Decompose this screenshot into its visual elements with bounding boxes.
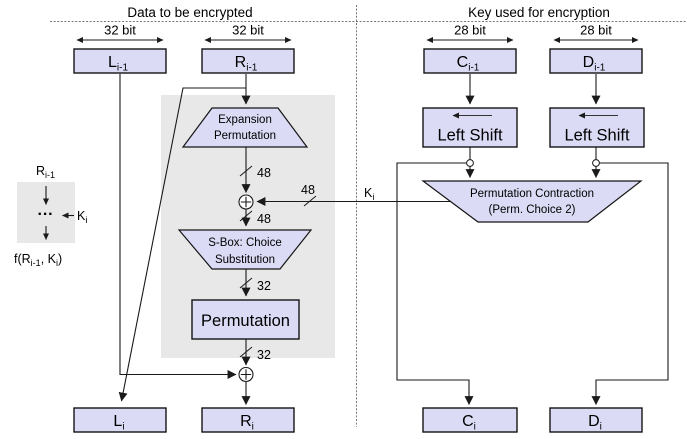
register-l-prev: Li-1 xyxy=(73,48,167,74)
register-d-prev-sub: i-1 xyxy=(594,63,606,74)
legend-dots: ··· xyxy=(38,206,54,223)
register-c-prev: Ci-1 xyxy=(423,48,517,74)
xor-key-node xyxy=(238,194,254,210)
pc2-label-2: (Perm. Choice 2) xyxy=(489,204,576,216)
svg-text:Ci-1: Ci-1 xyxy=(457,54,480,74)
legend-key-label: Ki xyxy=(77,209,87,225)
register-c-next-sub: i xyxy=(474,422,476,433)
register-d-next: Di xyxy=(549,407,643,433)
permutation-label: Permutation xyxy=(201,312,290,330)
register-l-next-sub: i xyxy=(122,422,124,433)
bitwidth-label-r: 32 bit xyxy=(232,23,264,38)
subkey-label: Ki xyxy=(364,186,374,202)
legend-output-label: f(Ri-1, Ki) xyxy=(14,252,62,268)
branch-node-c xyxy=(466,159,474,167)
register-l-prev-label: L xyxy=(108,54,117,71)
svg-text:Li-1: Li-1 xyxy=(108,54,128,74)
bitwidth-label-d: 28 bit xyxy=(580,23,612,38)
branch-node-d xyxy=(592,159,600,167)
svg-text:Ri: Ri xyxy=(240,413,254,433)
wire-r-crossover-to-l-next xyxy=(118,87,246,402)
left-shift-c-label: Left Shift xyxy=(437,127,503,145)
bus-label-32-perm-out: 32 xyxy=(257,348,271,362)
bus-label-48-subkey: 48 xyxy=(301,183,315,197)
register-r-prev-sub: i-1 xyxy=(246,63,258,74)
sbox-block: S-Box: Choice Substitution xyxy=(177,229,313,270)
bitwidth-label-l: 32 bit xyxy=(104,23,136,38)
xor-output-node xyxy=(238,366,254,383)
wire-d-loop-to-d-next xyxy=(591,162,669,406)
f-function-legend: Ri-1 ··· Ki f(Ri-1, Ki) xyxy=(14,164,87,268)
pc2-label-1: Permutation Contraction xyxy=(470,188,594,200)
bus-tick-48-subkey xyxy=(303,195,317,207)
register-l-prev-sub: i-1 xyxy=(117,63,129,74)
register-d-prev-label: D xyxy=(583,54,595,71)
expansion-label-2: Permutation xyxy=(214,130,276,142)
register-l-next: Li xyxy=(73,407,167,433)
section-title-data: Data to be encrypted xyxy=(127,5,252,20)
permuted-choice-2-block: Permutation Contraction (Perm. Choice 2) xyxy=(421,180,643,223)
left-shift-c-block: Left Shift xyxy=(422,107,518,148)
svg-text:Ri-1: Ri-1 xyxy=(235,54,258,74)
wire-l-to-xor-out xyxy=(119,74,237,379)
sbox-label-1: S-Box: Choice xyxy=(208,237,282,249)
register-r-next-label: R xyxy=(240,413,252,430)
left-shift-d-label: Left Shift xyxy=(564,127,630,145)
bus-tick-48-xor-out xyxy=(239,210,253,222)
register-r-prev: Ri-1 xyxy=(201,48,295,74)
sbox-label-2: Substitution xyxy=(215,254,275,266)
bus-label-32-sbox-out: 32 xyxy=(257,279,271,293)
legend-input-label: Ri-1 xyxy=(36,164,55,180)
register-d-next-sub: i xyxy=(600,422,602,433)
svg-text:Di: Di xyxy=(588,413,602,433)
bus-tick-32-perm-out xyxy=(239,346,253,358)
wire-c-loop-to-c-next xyxy=(396,162,474,406)
bus-label-48-expansion: 48 xyxy=(257,166,271,180)
register-c-next-label: C xyxy=(462,413,474,430)
register-r-prev-label: R xyxy=(235,54,247,71)
left-shift-d-block: Left Shift xyxy=(549,107,645,148)
bitwidth-label-c: 28 bit xyxy=(454,23,486,38)
permutation-block: Permutation xyxy=(191,299,300,340)
register-r-next-sub: i xyxy=(252,422,254,433)
expansion-label-1: Expansion xyxy=(218,114,272,126)
register-d-prev: Di-1 xyxy=(549,48,643,74)
register-l-next-label: L xyxy=(113,413,122,430)
register-c-prev-sub: i-1 xyxy=(468,63,480,74)
svg-text:Di-1: Di-1 xyxy=(583,54,606,74)
bus-label-48-xor-out: 48 xyxy=(257,212,271,226)
section-title-key: Key used for encryption xyxy=(468,5,610,20)
svg-text:Ci: Ci xyxy=(462,413,476,433)
register-d-next-label: D xyxy=(588,413,600,430)
bus-tick-32-sbox-out xyxy=(239,277,253,289)
bus-tick-48-expansion xyxy=(239,165,253,177)
register-c-next: Ci xyxy=(422,407,518,433)
expansion-permutation-block: Expansion Permutation xyxy=(181,107,309,148)
svg-text:Li: Li xyxy=(113,413,124,433)
register-c-prev-label: C xyxy=(457,54,469,71)
register-r-next: Ri xyxy=(201,407,295,433)
